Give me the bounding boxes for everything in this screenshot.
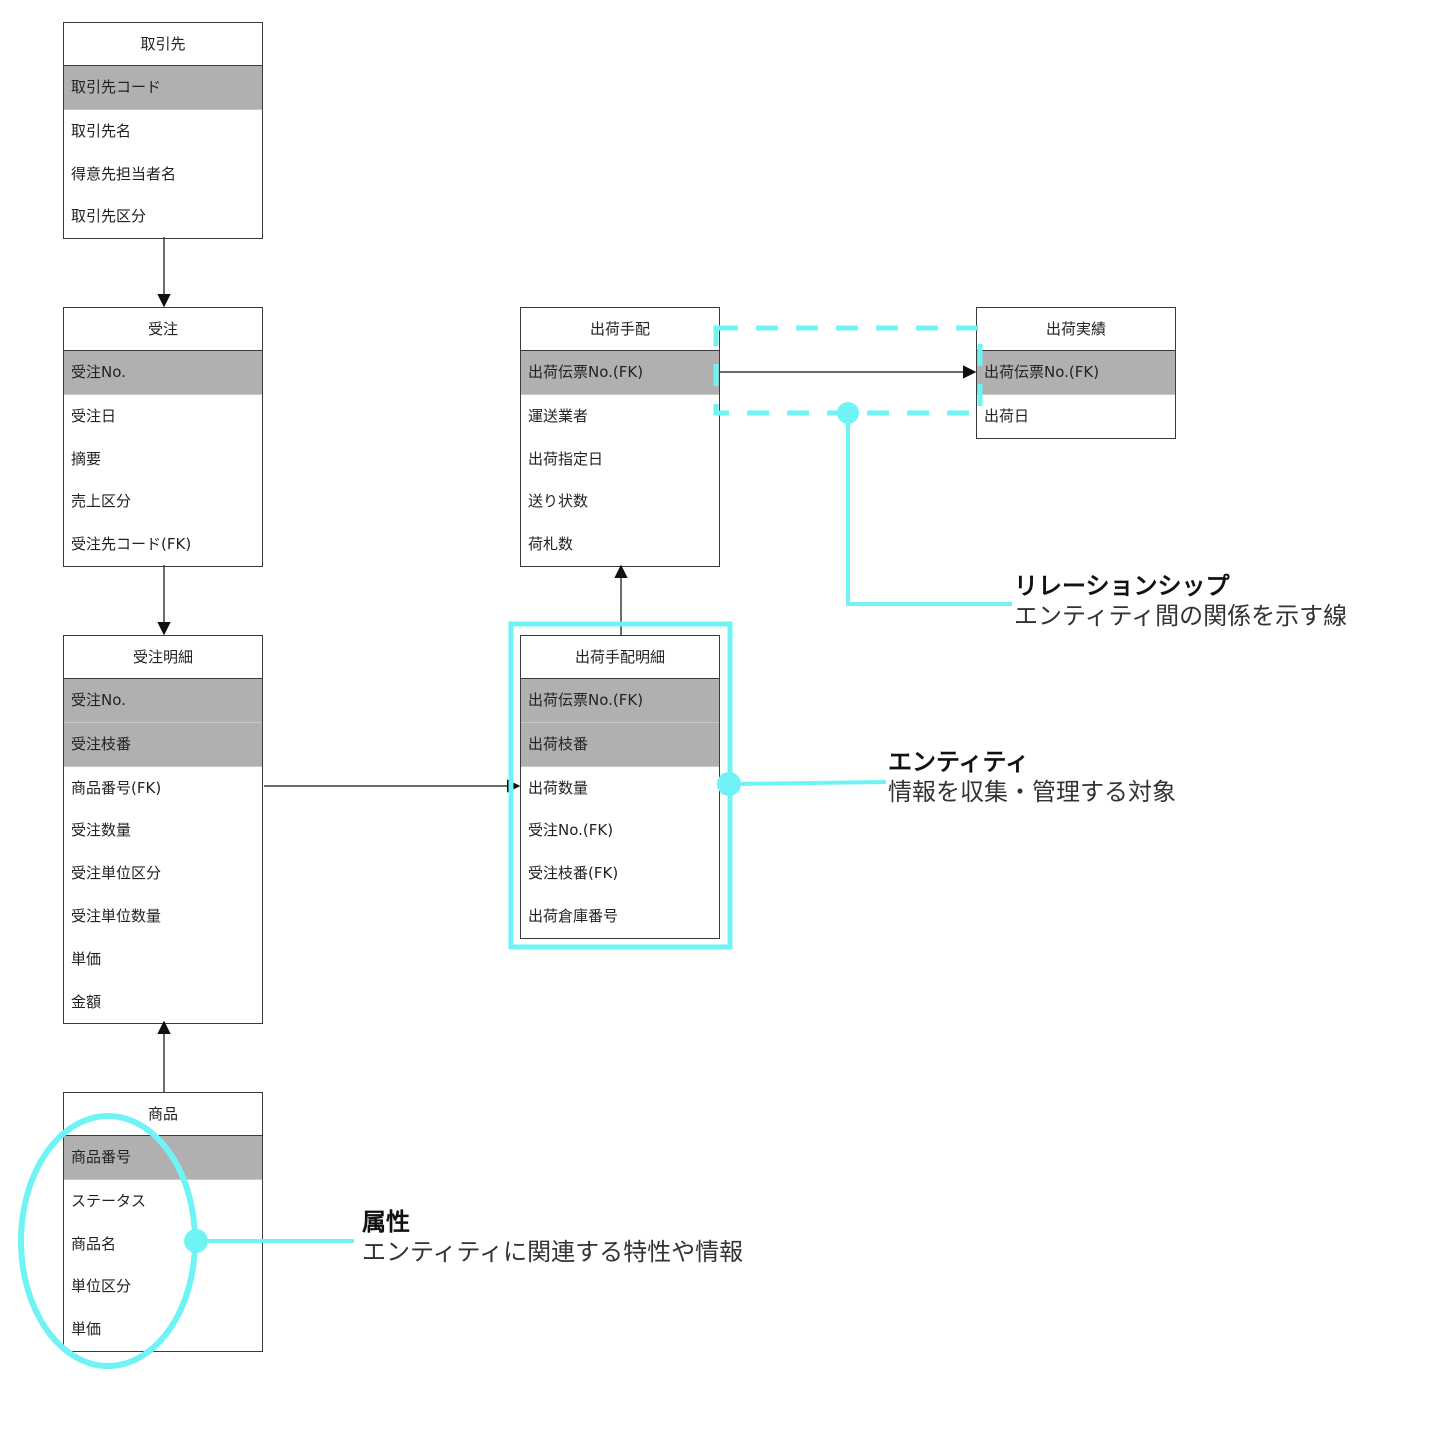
attribute-row: 出荷日 — [984, 406, 1030, 425]
attribute-row-pk: 取引先コード — [64, 66, 262, 110]
annotation-relationship: リレーションシップ エンティティ間の関係を示す線 — [1014, 571, 1347, 631]
relationship-highlight-box — [713, 325, 983, 416]
attribute-row: 売上区分 — [71, 492, 132, 511]
annotation-entity: エンティティ 情報を収集・管理する対象 — [888, 747, 1176, 807]
entity-title: 取引先 — [64, 23, 262, 66]
attribute-row-pk: 出荷伝票No.(FK) — [521, 351, 719, 395]
attribute-row-pk: 商品番号 — [64, 1136, 262, 1180]
attribute-row-pk: 出荷伝票No.(FK) — [521, 679, 719, 723]
annotation-attribute: 属性 エンティティに関連する特性や情報 — [362, 1207, 743, 1267]
entity-callout-line — [728, 780, 887, 786]
entity-torihikisaki[interactable]: 取引先 取引先コード 取引先名 得意先担当者名 取引先区分 — [63, 22, 263, 240]
relationship-callout-line — [846, 413, 1012, 606]
entity-juchu-meisai[interactable]: 受注明細 受注No. 受注枝番 商品番号(FK) 受注数量 受注単位区分 受注単… — [63, 635, 263, 1025]
entity-title: 受注 — [64, 308, 262, 351]
annotation-description: エンティティ間の関係を示す線 — [1014, 602, 1348, 630]
attribute-row: ステータス — [71, 1191, 147, 1210]
attribute-row-pk: 出荷伝票No.(FK) — [977, 351, 1175, 395]
attribute-row-pk: 出荷枝番 — [521, 722, 719, 767]
annotation-heading: リレーションシップ — [1014, 572, 1230, 600]
attribute-row: 金額 — [71, 992, 102, 1011]
attribute-row-pk: 受注No. — [64, 351, 262, 395]
attribute-row: 単価 — [71, 949, 102, 968]
annotation-description: 情報を収集・管理する対象 — [888, 778, 1176, 806]
attribute-row: 単位区分 — [71, 1277, 132, 1296]
attribute-row-pk: 受注No. — [64, 679, 262, 723]
annotation-heading: エンティティ — [888, 748, 1030, 776]
attribute-row: 摘要 — [71, 449, 102, 468]
relationship-callout-dot — [837, 402, 859, 424]
attribute-row-pk: 受注枝番 — [64, 722, 262, 767]
attribute-row: 運送業者 — [528, 406, 589, 425]
attribute-row: 荷札数 — [528, 535, 574, 554]
entity-shohin[interactable]: 商品 商品番号 ステータス 商品名 単位区分 単価 — [63, 1092, 263, 1352]
entity-shukka-jisseki[interactable]: 出荷実績 出荷伝票No.(FK) 出荷日 — [976, 307, 1176, 439]
entity-title: 出荷手配 — [521, 308, 719, 351]
attribute-row: 受注先コード(FK) — [71, 535, 192, 554]
entity-title: 出荷手配明細 — [521, 636, 719, 679]
attribute-row: 受注数量 — [71, 821, 132, 840]
entity-title: 出荷実績 — [977, 308, 1175, 351]
annotation-heading: 属性 — [362, 1208, 410, 1236]
attribute-row: 受注No.(FK) — [528, 821, 614, 840]
attribute-row: 受注枝番(FK) — [528, 864, 619, 883]
attribute-row: 送り状数 — [528, 492, 589, 511]
entity-shukka-tehai[interactable]: 出荷手配 出荷伝票No.(FK) 運送業者 出荷指定日 送り状数 荷札数 — [520, 307, 720, 567]
attribute-row: 取引先名 — [71, 121, 132, 140]
attribute-row: 出荷倉庫番号 — [528, 906, 619, 925]
attribute-row: 出荷数量 — [528, 778, 589, 797]
attribute-row: 取引先区分 — [71, 207, 147, 226]
entity-title: 受注明細 — [64, 636, 262, 679]
attribute-row: 得意先担当者名 — [71, 164, 177, 183]
entity-shukka-tehai-meisai[interactable]: 出荷手配明細 出荷伝票No.(FK) 出荷枝番 出荷数量 受注No.(FK) 受… — [520, 635, 720, 939]
entity-callout-dot — [717, 772, 741, 796]
attribute-row: 単価 — [71, 1320, 102, 1339]
annotation-description: エンティティに関連する特性や情報 — [362, 1238, 744, 1266]
attribute-row: 受注単位区分 — [71, 864, 162, 883]
attribute-row: 受注日 — [71, 406, 117, 425]
entity-juchu[interactable]: 受注 受注No. 受注日 摘要 売上区分 受注先コード(FK) — [63, 307, 263, 567]
attribute-row: 出荷指定日 — [528, 449, 604, 468]
attribute-row: 商品名 — [71, 1234, 117, 1253]
attribute-row: 受注単位数量 — [71, 906, 162, 925]
attribute-row: 商品番号(FK) — [71, 778, 162, 797]
entity-title: 商品 — [64, 1093, 262, 1136]
